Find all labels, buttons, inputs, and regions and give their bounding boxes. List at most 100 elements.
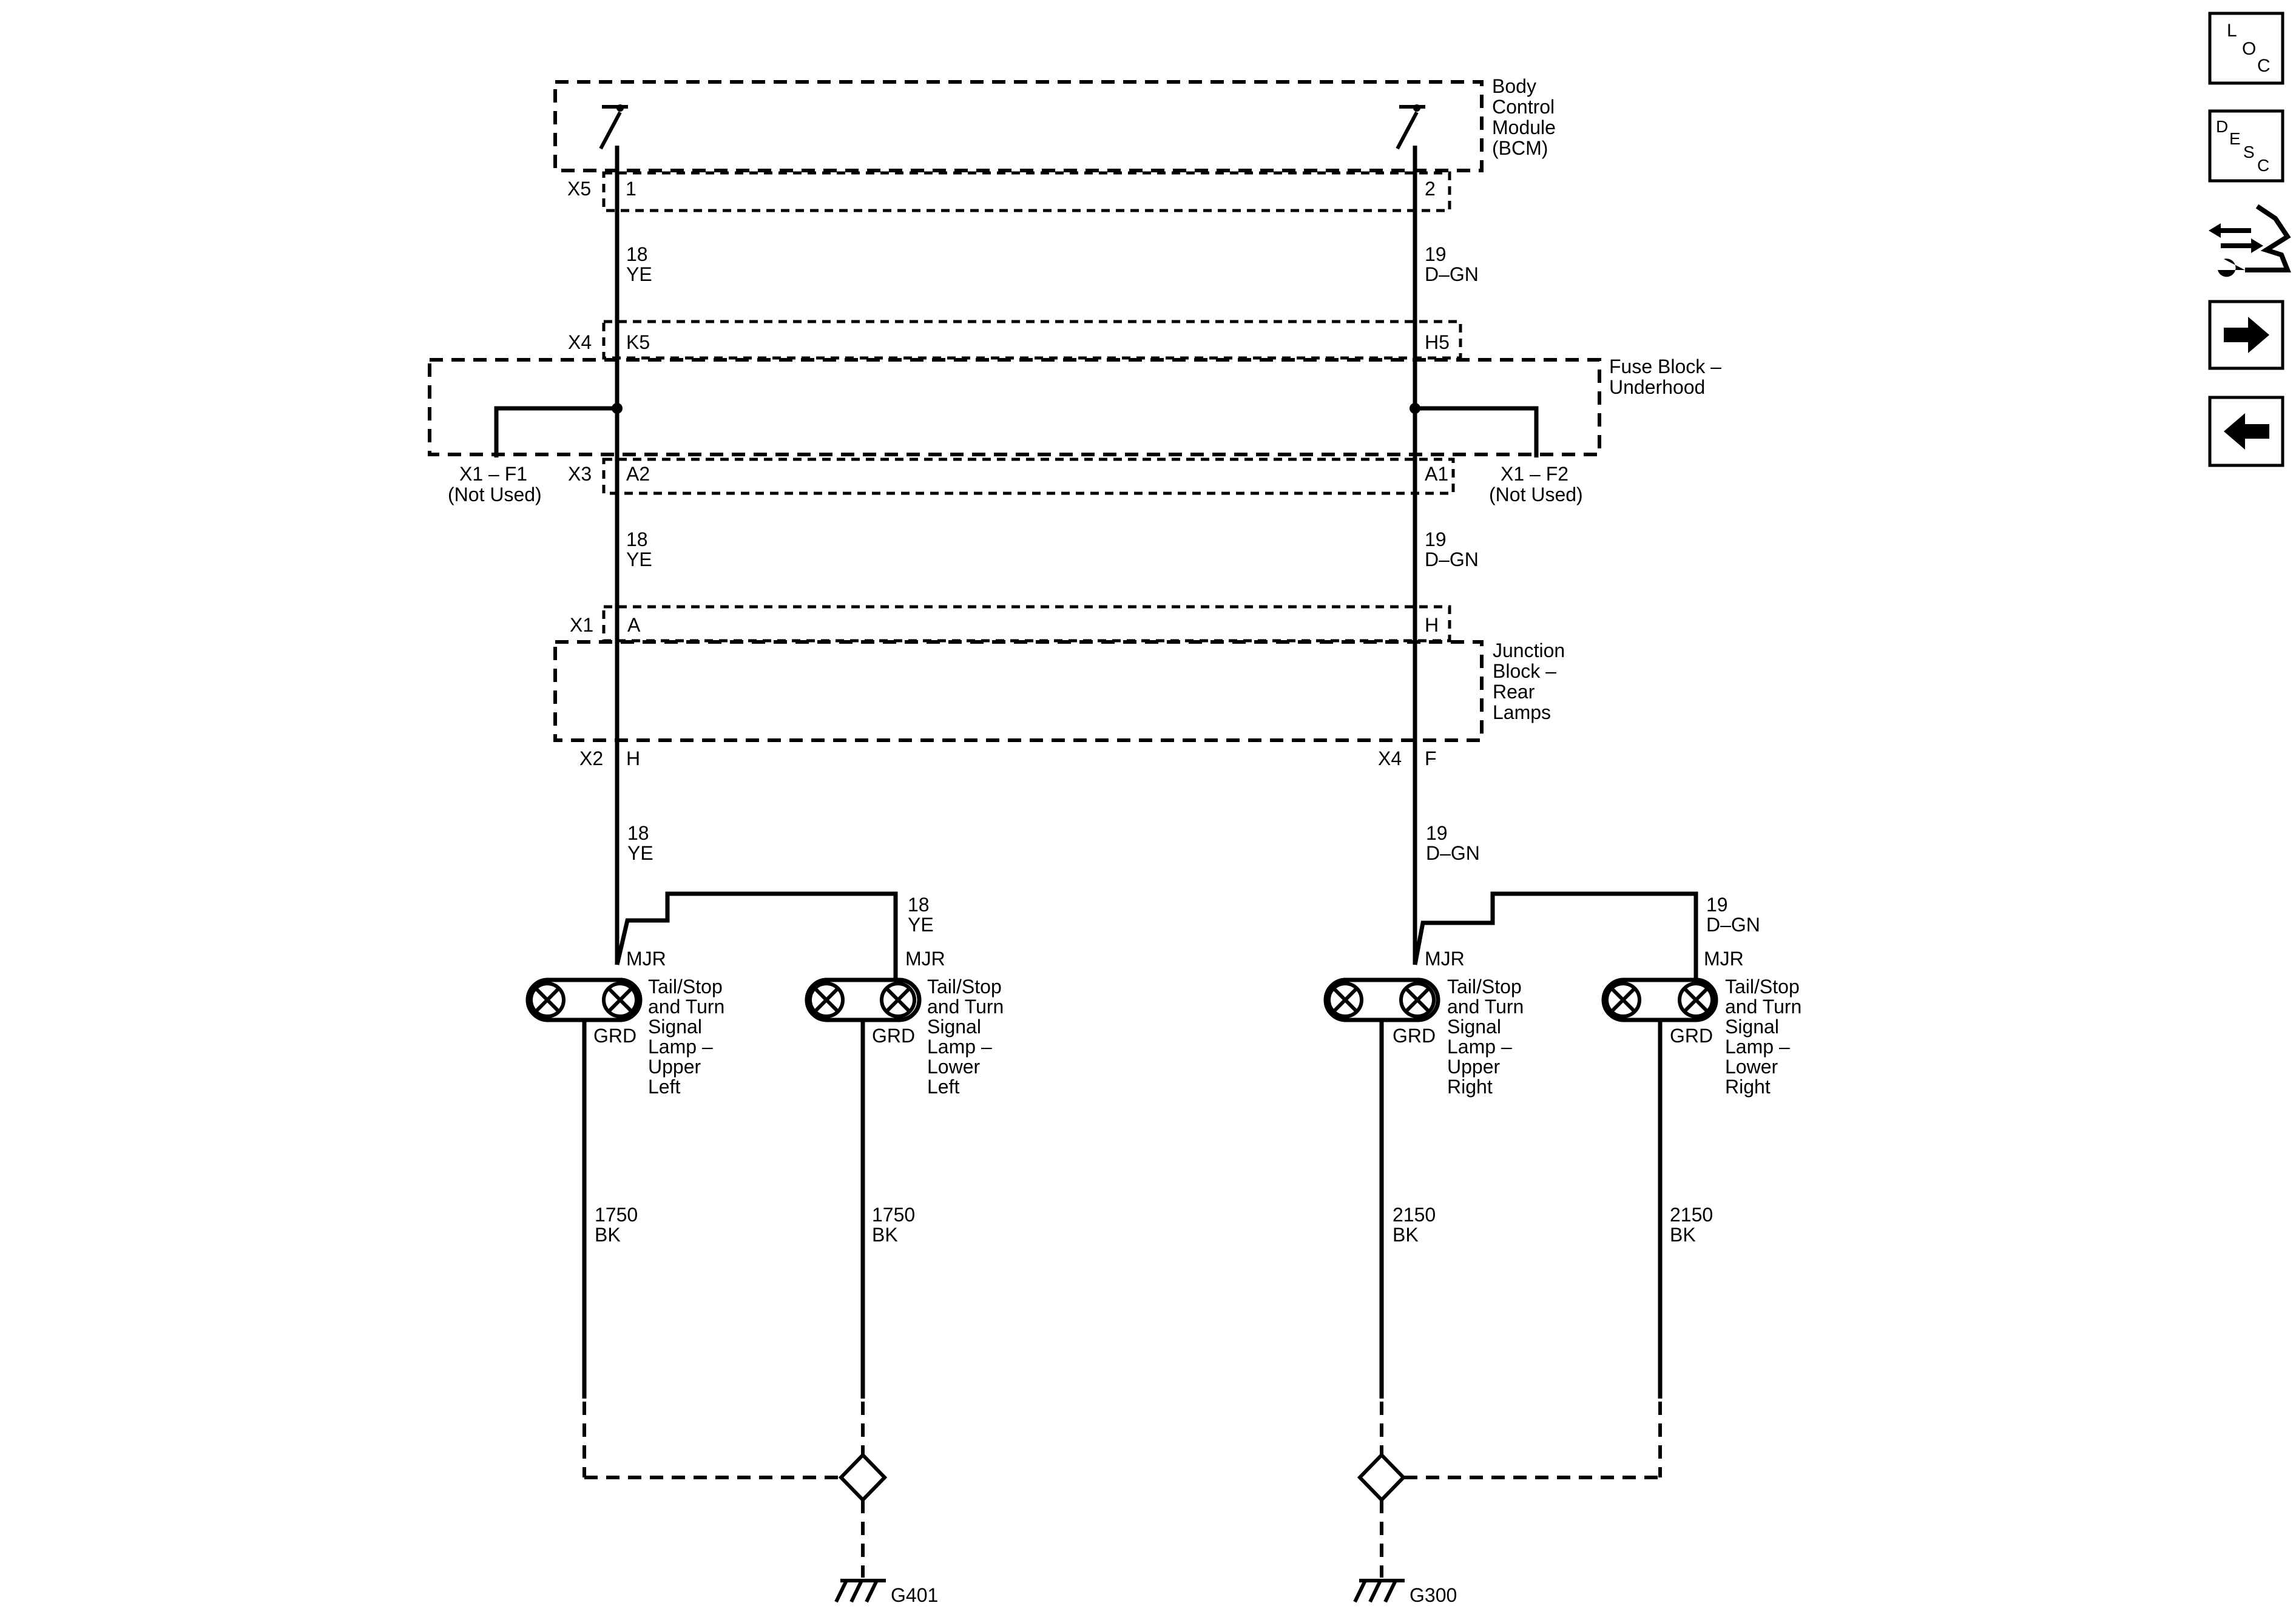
mjr-lower-left: MJR (905, 948, 945, 970)
connector-x5: X5 1 2 (567, 171, 1451, 212)
x5-pin-right: 2 (1425, 178, 1436, 200)
x5-pin-left: 1 (626, 178, 636, 200)
x1-pin-right: H (1425, 614, 1439, 636)
svg-text:Tail/Stop: Tail/Stop (648, 976, 723, 998)
wire-left-gauge-2: 18 (626, 528, 648, 550)
svg-text:Right: Right (1447, 1076, 1493, 1098)
wire-right-color-2: D–GN (1425, 549, 1479, 570)
mjr-upper-left: MJR (626, 948, 666, 970)
bcm-label-1: Body (1492, 75, 1536, 97)
x1-pin-left: A (627, 614, 641, 636)
connector-x4-label: X4 (568, 331, 592, 353)
svg-text:Lamp –: Lamp – (1447, 1036, 1512, 1058)
ground-symbol-g300: G300 (1353, 1579, 1457, 1606)
ground-wire-lr-color: BK (1670, 1224, 1696, 1246)
svg-text:C: C (2257, 156, 2269, 175)
connector-service-button[interactable] (2209, 204, 2291, 277)
x3-pin-left: A2 (626, 463, 650, 485)
lamp-lower-left-label: Tail/Stop and Turn Signal Lamp – Lower L… (927, 976, 1004, 1098)
junction-label-3: Rear (1493, 681, 1535, 703)
svg-text:Lower: Lower (1725, 1056, 1778, 1078)
ground-wire-ll-circuit: 1750 (872, 1204, 915, 1226)
svg-text:Signal: Signal (927, 1016, 981, 1038)
svg-text:Lamp –: Lamp – (1725, 1036, 1790, 1058)
svg-text:Signal: Signal (1725, 1016, 1779, 1038)
loc-button[interactable]: L O C (2208, 12, 2284, 85)
lamp-lower-right-label: Tail/Stop and Turn Signal Lamp – Lower R… (1725, 976, 1801, 1098)
svg-text:Left: Left (648, 1076, 680, 1098)
x4-pin-right: H5 (1425, 331, 1450, 353)
x1-f1-not-used: (Not Used) (448, 484, 542, 505)
bcm-switch-left (599, 104, 628, 150)
ground-splice-right (1357, 1402, 1662, 1578)
connector-x4-bottom-label: X4 (1378, 748, 1402, 769)
lamp-upper-right (1323, 977, 1440, 1022)
svg-text:Lamp –: Lamp – (927, 1036, 992, 1058)
desc-icon: D E S C (2216, 117, 2269, 175)
arrow-right-icon (2224, 317, 2269, 353)
connector-x1: X1 A H (570, 605, 1451, 643)
ground-wire-ll-color: BK (872, 1224, 898, 1246)
svg-text:O: O (2242, 39, 2256, 59)
svg-text:Tail/Stop: Tail/Stop (927, 976, 1002, 998)
wire-right-branch (1413, 891, 1698, 980)
wire-left-branch-gauge: 18 (908, 894, 930, 916)
svg-text:and Turn: and Turn (1725, 996, 1801, 1018)
connector-x1-label: X1 (570, 614, 593, 636)
wire-right-color-3: D–GN (1426, 842, 1480, 864)
bcm-label-4: (BCM) (1492, 137, 1548, 159)
bcm-module: Body Control Module (BCM) (553, 75, 1556, 172)
wire-left-gauge-3: 18 (627, 822, 649, 844)
svg-text:Tail/Stop: Tail/Stop (1447, 976, 1522, 998)
x4-bottom-pin: F (1425, 748, 1437, 769)
grd-lower-left: GRD (872, 1025, 915, 1047)
svg-text:L: L (2227, 21, 2237, 41)
ground-wire-ul-color: BK (595, 1224, 621, 1246)
grd-upper-right: GRD (1393, 1025, 1436, 1047)
lamp-upper-left (525, 977, 643, 1022)
wire-right-gauge-3: 19 (1426, 822, 1448, 844)
wire-right-gauge-1: 19 (1425, 243, 1447, 265)
x3-pin-right: A1 (1425, 463, 1448, 485)
lamp-upper-right-label: Tail/Stop and Turn Signal Lamp – Upper R… (1447, 976, 1524, 1098)
wire-right-branch-gauge: 19 (1706, 894, 1728, 916)
ground-label-g401: G401 (891, 1584, 938, 1606)
previous-button[interactable] (2208, 396, 2284, 467)
x1-f2-not-used: (Not Used) (1489, 484, 1583, 505)
wire-left-color-2: YE (626, 549, 652, 570)
wire-left-color-3: YE (627, 842, 653, 864)
svg-text:and Turn: and Turn (648, 996, 724, 1018)
grd-lower-right: GRD (1670, 1025, 1713, 1047)
mjr-upper-right: MJR (1425, 948, 1465, 970)
wire-left-branch-color: YE (908, 914, 934, 936)
svg-text:Lower: Lower (927, 1056, 981, 1078)
junction-label-1: Junction (1493, 640, 1565, 661)
arrow-left-icon (2224, 413, 2269, 450)
junction-label-4: Lamps (1493, 701, 1551, 723)
ground-wire-ul-circuit: 1750 (595, 1204, 638, 1226)
wire-left-color-1: YE (626, 263, 652, 285)
desc-button[interactable]: D E S C (2208, 109, 2284, 183)
ground-splice-left (582, 1402, 888, 1578)
lamp-lower-right (1601, 977, 1718, 1022)
fuse-block-label-1: Fuse Block – (1609, 356, 1721, 377)
connector-x4-top: X4 K5 H5 (568, 320, 1462, 360)
wire-left-branch (615, 891, 898, 980)
loc-icon: L O C (2227, 21, 2271, 76)
lamp-lower-left (805, 977, 922, 1022)
wire-left-gauge-1: 18 (626, 243, 648, 265)
x4-pin-left: K5 (626, 331, 650, 353)
connector-x2-label: X2 (579, 748, 603, 769)
ground-wire-ur-color: BK (1393, 1224, 1419, 1246)
wire-right-branch-color: D–GN (1706, 914, 1760, 936)
bcm-label-2: Control (1492, 96, 1555, 118)
next-button[interactable] (2208, 300, 2284, 370)
ground-label-g300: G300 (1410, 1584, 1457, 1606)
fuse-block-underhood: Fuse Block – Underhood (428, 356, 1721, 457)
svg-text:C: C (2257, 56, 2271, 76)
junction-label-2: Block – (1493, 660, 1556, 682)
svg-text:Left: Left (927, 1076, 959, 1098)
wire-right-color-1: D–GN (1425, 263, 1479, 285)
connector-x3: X3 A2 A1 X1 – F1 (Not Used) X1 – F2 (Not… (448, 457, 1583, 505)
